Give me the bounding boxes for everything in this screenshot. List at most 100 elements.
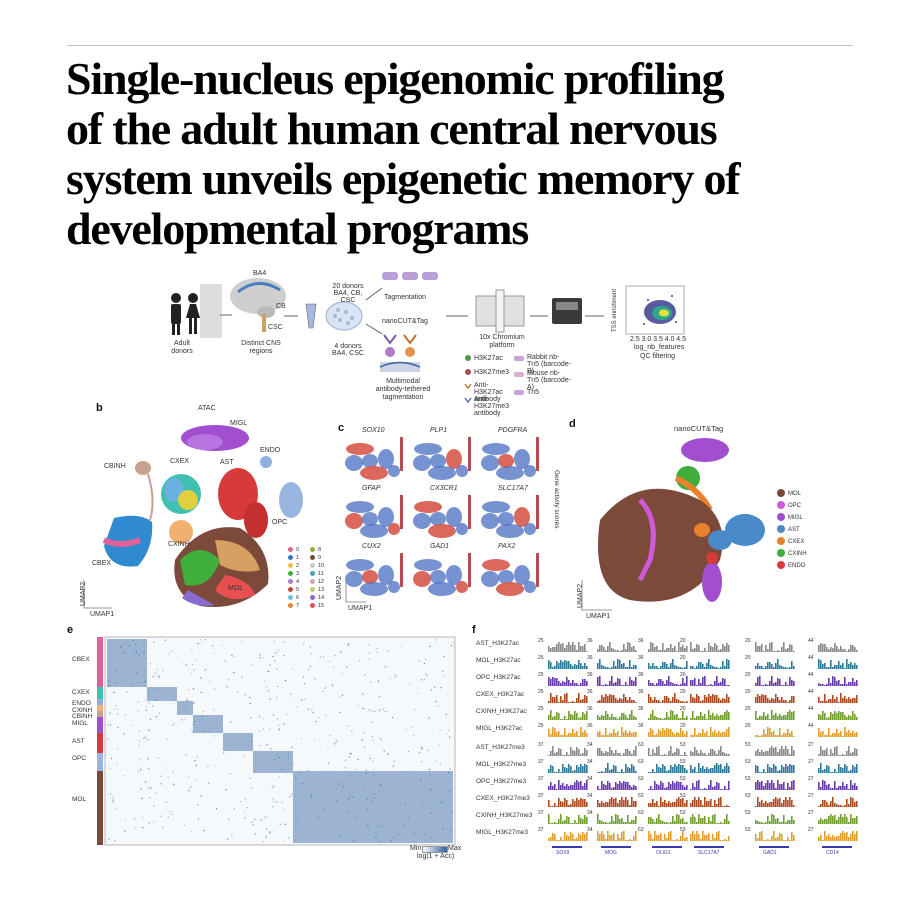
tube-icon	[305, 303, 317, 329]
heat-scale-bar	[422, 846, 448, 853]
brain-icon	[230, 278, 286, 332]
heatmap-row-label: CXINH	[72, 707, 93, 714]
track-label: CXEX_H3K27me3	[476, 795, 530, 802]
track-scale: 36	[638, 706, 644, 712]
sequencer-icon	[552, 298, 582, 324]
track-scale: 36	[638, 723, 644, 729]
reagent-legend-icons	[464, 355, 524, 404]
track-scale: 27	[808, 759, 814, 765]
reagent-anti-h3k27ac: Anti-H3K27ac antibody	[474, 382, 503, 403]
panel-c-letter: c	[338, 422, 345, 434]
track-scale: 25	[538, 655, 544, 661]
track-scale: 63	[638, 776, 644, 782]
coverage-track	[755, 642, 795, 652]
heatmap-block	[147, 687, 177, 701]
coverage-track	[690, 727, 730, 737]
coverage-track	[818, 746, 858, 756]
heatmap-block	[193, 715, 223, 733]
coverage-track	[548, 727, 588, 737]
track-scale: 63	[638, 827, 644, 833]
track-scale: 20	[680, 706, 686, 712]
top-rule	[67, 45, 853, 46]
track-label: MIGL_H3K27me3	[476, 829, 529, 836]
legend-dot-icon	[310, 547, 315, 553]
track-scale: 20	[680, 638, 686, 644]
cluster-legend-item: 7	[288, 602, 310, 610]
track-scale: 34	[587, 827, 593, 833]
legend-dot-icon	[310, 571, 315, 577]
antibody-icons	[379, 334, 421, 372]
heatmap-side-band	[97, 699, 103, 705]
panel-b-letter: b	[96, 402, 103, 414]
track-scale: 44	[808, 638, 814, 644]
coverage-track	[818, 711, 858, 720]
reagent-h3k27ac: H3K27ac	[474, 355, 503, 362]
coverage-track	[755, 710, 795, 720]
track-scale: 53	[745, 810, 751, 816]
coverage-track	[597, 746, 637, 756]
track-scale: 20	[745, 655, 751, 661]
coverage-track	[548, 764, 588, 773]
coverage-track	[690, 642, 730, 652]
region-tag-cb: CB	[276, 303, 286, 310]
tagmentation-label: Tagmentation	[384, 294, 427, 301]
coverage-track	[648, 659, 688, 669]
coverage-track	[818, 727, 858, 737]
coverage-track	[548, 798, 588, 807]
gene-annotation-label: MOG	[605, 850, 617, 856]
legend-dot-icon	[777, 549, 785, 558]
legend-dot-icon	[310, 563, 315, 569]
qc-density-plot	[625, 285, 685, 335]
label-cbex: CBEX	[92, 560, 112, 567]
coverage-track	[690, 780, 730, 790]
legend-dot-icon	[777, 501, 785, 510]
cluster-legend-item: 15	[310, 602, 332, 610]
label-ast: AST	[220, 459, 234, 466]
coverage-track	[690, 676, 730, 686]
track-scale: 20	[745, 689, 751, 695]
track-scale: 36	[638, 672, 644, 678]
legend-item-opc: OPC	[777, 500, 807, 512]
track-scale: 44	[808, 689, 814, 695]
donors4-label: 4 donors BA4, CSC	[332, 343, 364, 357]
coverage-track	[755, 746, 795, 756]
coverage-track	[690, 814, 730, 824]
cluster-cxinh	[169, 520, 193, 544]
legend-dot-icon	[777, 561, 785, 570]
track-scale: 20	[745, 638, 751, 644]
track-scale: 36	[638, 655, 644, 661]
cluster-legend-item: 10	[310, 562, 332, 570]
heatmap-row-label: CBINH	[72, 713, 93, 720]
reagent-rabbit-tn5: Rabbit nb-Tn5 (barcode-B)	[527, 354, 571, 375]
coverage-track	[597, 763, 637, 773]
coverage-track	[755, 727, 795, 737]
label-endo: ENDO	[260, 447, 281, 454]
coverage-track	[690, 763, 730, 773]
cluster-legend-item: 9	[310, 554, 332, 562]
label-cxex: CXEX	[170, 458, 190, 465]
track-scale: 63	[638, 810, 644, 816]
cluster-legend-item: 6	[288, 594, 310, 602]
label-cbinh: CBINH	[104, 463, 126, 470]
track-scale: 53	[745, 793, 751, 799]
coverage-track	[548, 814, 588, 824]
gene-model-icon	[822, 846, 852, 848]
heat-scale-max: Max	[448, 845, 462, 852]
coverage-track	[597, 676, 637, 686]
heatmap-block	[253, 751, 293, 773]
cluster-legend-item: 0	[288, 546, 310, 554]
track-scale: 36	[587, 672, 593, 678]
track-scale: 53	[745, 827, 751, 833]
legend-item-cxex: CXEX	[777, 536, 807, 548]
panel-d-letter: d	[569, 418, 576, 430]
reagent-h3k27me3: H3K27me3	[474, 369, 510, 376]
gene-activity-umap	[345, 437, 403, 480]
track-scale: 25	[538, 723, 544, 729]
track-scale: 44	[808, 672, 814, 678]
coverage-track	[548, 780, 588, 790]
track-scale: 20	[680, 689, 686, 695]
